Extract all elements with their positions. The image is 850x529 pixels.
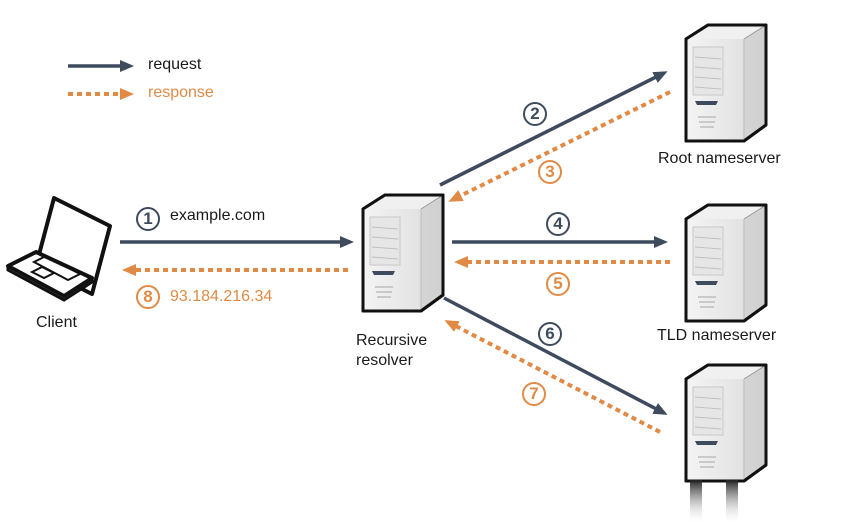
step-8-label: 93.184.216.34 [170, 288, 273, 305]
legend-response-label: response [148, 84, 214, 101]
arrow-step-2 [439, 71, 668, 187]
step-4-badge: 4 [546, 212, 570, 236]
step-3-badge: 3 [538, 160, 562, 184]
authoritative-server-icon [684, 363, 768, 483]
legend-request-label: request [148, 56, 202, 73]
laptop-icon [6, 196, 112, 302]
root-nameserver-label: Root nameserver [658, 150, 781, 167]
resolver-server-icon [361, 193, 445, 313]
server-leg-left [690, 480, 702, 525]
tld-server-icon [684, 203, 768, 323]
tld-nameserver-label: TLD nameserver [657, 327, 777, 344]
arrow-step-7 [444, 320, 661, 434]
resolver-label-line2: resolver [356, 352, 413, 369]
step-2-badge: 2 [523, 102, 547, 126]
step-6-badge: 6 [538, 322, 562, 346]
step-8-badge: 8 [136, 285, 160, 309]
step-1-badge: 1 [136, 207, 160, 231]
arrow-step-3 [448, 90, 671, 202]
step-1-label: example.com [170, 207, 266, 224]
server-leg-right [726, 480, 738, 525]
root-server-icon [684, 23, 768, 143]
arrow-step-6 [443, 296, 668, 415]
step-5-badge: 5 [546, 272, 570, 296]
step-7-badge: 7 [522, 382, 546, 406]
client-label: Client [36, 314, 77, 331]
resolver-label-line1: Recursive [356, 332, 428, 349]
